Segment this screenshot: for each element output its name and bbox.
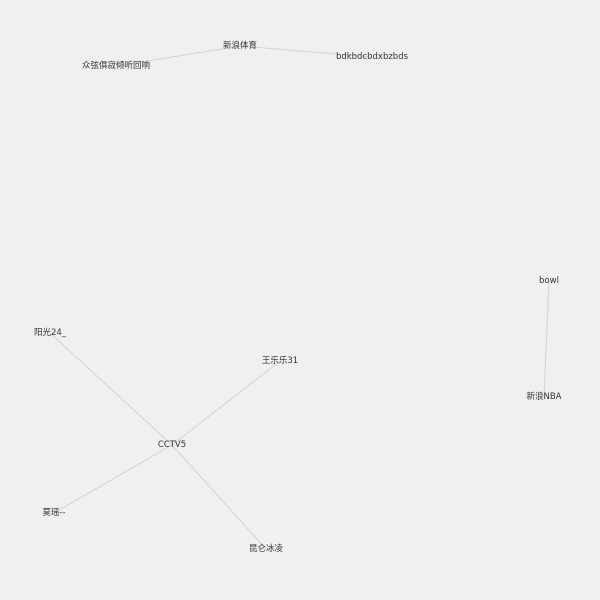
edge-zhongxian-sina_sports	[115, 45, 241, 67]
edge-bowl-sina_nba	[543, 280, 550, 398]
edge-cctv5-molin	[53, 444, 173, 514]
node-label-zhongxian: 众弦俱寂倾听回响	[82, 60, 150, 71]
node-label-sina_sports: 新浪体育	[223, 40, 257, 51]
node-label-bowl: bowl	[539, 276, 559, 286]
edge-cctv5-kunlun	[171, 444, 267, 550]
node-label-bdk: bdkbdcbdxbzbds	[336, 52, 409, 62]
edge-wanglele-cctv5	[171, 360, 281, 446]
node-label-sina_nba: 新浪NBA	[526, 391, 561, 402]
node-label-wanglele: 王乐乐31	[262, 355, 298, 366]
node-label-cctv5: CCTV5	[158, 440, 186, 450]
node-label-molin: 莫瑶--	[42, 507, 65, 518]
edge-layer	[49, 45, 550, 550]
edge-yangguang-cctv5	[49, 332, 173, 446]
node-label-kunlun: 昆仑冰凌	[249, 543, 284, 554]
edge-sina_sports-bdk	[239, 45, 373, 58]
node-label-yangguang: 阳光24_	[34, 327, 67, 338]
